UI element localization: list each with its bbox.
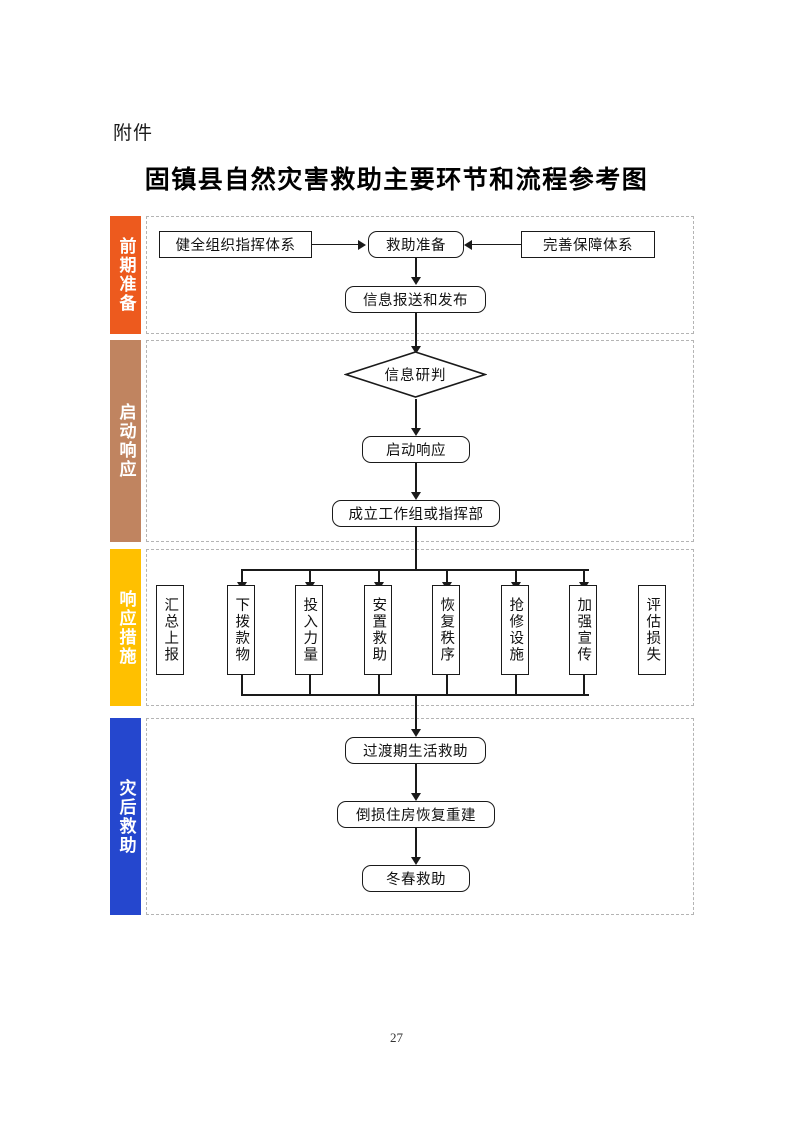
arrowhead-to-information-assessment	[411, 346, 421, 354]
connector-drop-restore-order	[446, 569, 448, 584]
node-strengthen-command-system[interactable]: 健全组织指挥体系	[159, 231, 312, 258]
connector-out-deploy-forces	[309, 675, 311, 695]
stage-tab-label: 灾后救助	[116, 778, 136, 855]
stage-tab-post-disaster-relief: 灾后救助	[110, 718, 141, 915]
node-label: 信息报送和发布	[363, 293, 468, 309]
node-label: 倒损住房恢复重建	[356, 808, 476, 824]
node-label: 完善保障体系	[543, 238, 633, 254]
connector-activate-to-working-group	[415, 463, 417, 494]
connector-support-to-preparation	[472, 243, 522, 246]
node-label: 抢修设施	[507, 597, 524, 663]
stage-container-post-disaster-relief	[146, 718, 694, 915]
connector-out-restore-order	[446, 675, 448, 695]
connector-out-repair-facilities	[515, 675, 517, 695]
node-establish-working-group[interactable]: 成立工作组或指挥部	[332, 500, 500, 527]
node-assess-losses[interactable]: 评估损失	[638, 585, 666, 675]
node-label: 汇总上报	[162, 597, 179, 663]
node-label: 恢复秩序	[438, 597, 455, 663]
diamond-shape	[343, 351, 488, 398]
node-label: 信息研判	[384, 368, 447, 384]
stage-tab-label: 启动响应	[116, 403, 136, 479]
connector-drop-strengthen-publicity	[583, 569, 585, 584]
stage-tab-response-measures: 响应措施	[110, 549, 141, 706]
stage-container-response-measures	[146, 549, 694, 706]
stage-tab-preparation: 前期准备	[110, 216, 141, 334]
connector-merge-trunk-to-stage4	[415, 694, 417, 731]
node-label: 过渡期生活救助	[363, 744, 468, 760]
node-label: 下拨款物	[233, 597, 250, 663]
connector-drop-resettlement	[378, 569, 380, 584]
page-title: 固镇县自然灾害救助主要环节和流程参考图	[144, 167, 649, 194]
connector-out-resettlement	[378, 675, 380, 695]
node-allocate-funds-supplies[interactable]: 下拨款物	[227, 585, 255, 675]
node-repair-facilities[interactable]: 抢修设施	[501, 585, 529, 675]
node-improve-support-system[interactable]: 完善保障体系	[521, 231, 655, 258]
node-restore-order[interactable]: 恢复秩序	[432, 585, 460, 675]
node-label: 投入力量	[301, 597, 318, 663]
connector-transitional-to-housing	[415, 764, 417, 795]
node-activate-response[interactable]: 启动响应	[362, 436, 470, 463]
arrowhead-to-relief-preparation-left	[358, 239, 366, 250]
connector-response-distribution-bus	[241, 569, 589, 571]
arrowhead-to-housing-reconstruction	[411, 793, 421, 801]
node-transitional-living-relief[interactable]: 过渡期生活救助	[345, 737, 486, 764]
connector-drop-deploy-forces	[309, 569, 311, 584]
connector-out-strengthen-publicity	[583, 675, 585, 695]
stage-tab-label: 响应措施	[116, 589, 136, 666]
connector-assessment-to-activate	[415, 399, 417, 430]
arrowhead-to-winter-spring-relief	[411, 857, 421, 865]
node-housing-reconstruction[interactable]: 倒损住房恢复重建	[337, 801, 495, 828]
node-summarize-report[interactable]: 汇总上报	[156, 585, 184, 675]
stage-container-preparation	[146, 216, 694, 334]
connector-preparation-to-info-release	[415, 258, 417, 279]
node-label: 健全组织指挥体系	[175, 238, 296, 254]
node-label: 加强宣传	[575, 597, 592, 663]
stage-container-activate-response	[146, 340, 694, 542]
connector-out-allocate-funds	[241, 675, 243, 695]
arrowhead-to-transitional-relief	[411, 729, 421, 737]
node-information-assessment[interactable]: 信息研判	[343, 350, 488, 399]
connector-info-release-to-assessment	[415, 313, 417, 352]
node-label: 启动响应	[386, 443, 446, 459]
connector-command-to-preparation	[312, 243, 360, 246]
node-strengthen-publicity[interactable]: 加强宣传	[569, 585, 597, 675]
node-resettlement-relief[interactable]: 安置救助	[364, 585, 392, 675]
node-label: 成立工作组或指挥部	[348, 507, 484, 523]
connector-working-group-trunk	[415, 527, 417, 570]
stage-tab-label: 前期准备	[116, 237, 136, 313]
node-deploy-forces[interactable]: 投入力量	[295, 585, 323, 675]
arrowhead-to-working-group	[411, 492, 421, 500]
node-info-report-release[interactable]: 信息报送和发布	[345, 286, 486, 313]
page-number: 27	[390, 1030, 403, 1045]
arrowhead-to-info-release	[411, 277, 421, 285]
connector-housing-to-winter-spring	[415, 828, 417, 859]
node-label: 安置救助	[370, 597, 387, 663]
attachment-label: 附件	[113, 123, 154, 144]
node-label: 冬春救助	[386, 872, 446, 888]
node-winter-spring-relief[interactable]: 冬春救助	[362, 865, 470, 892]
node-label: 救助准备	[386, 238, 446, 254]
node-relief-preparation[interactable]: 救助准备	[368, 231, 464, 258]
arrowhead-to-activate-response	[411, 428, 421, 436]
stage-tab-activate-response: 启动响应	[110, 340, 141, 542]
node-label: 评估损失	[644, 597, 661, 663]
connector-drop-allocate-funds	[241, 569, 243, 584]
connector-drop-repair-facilities	[515, 569, 517, 584]
arrowhead-to-relief-preparation-right	[464, 239, 472, 250]
